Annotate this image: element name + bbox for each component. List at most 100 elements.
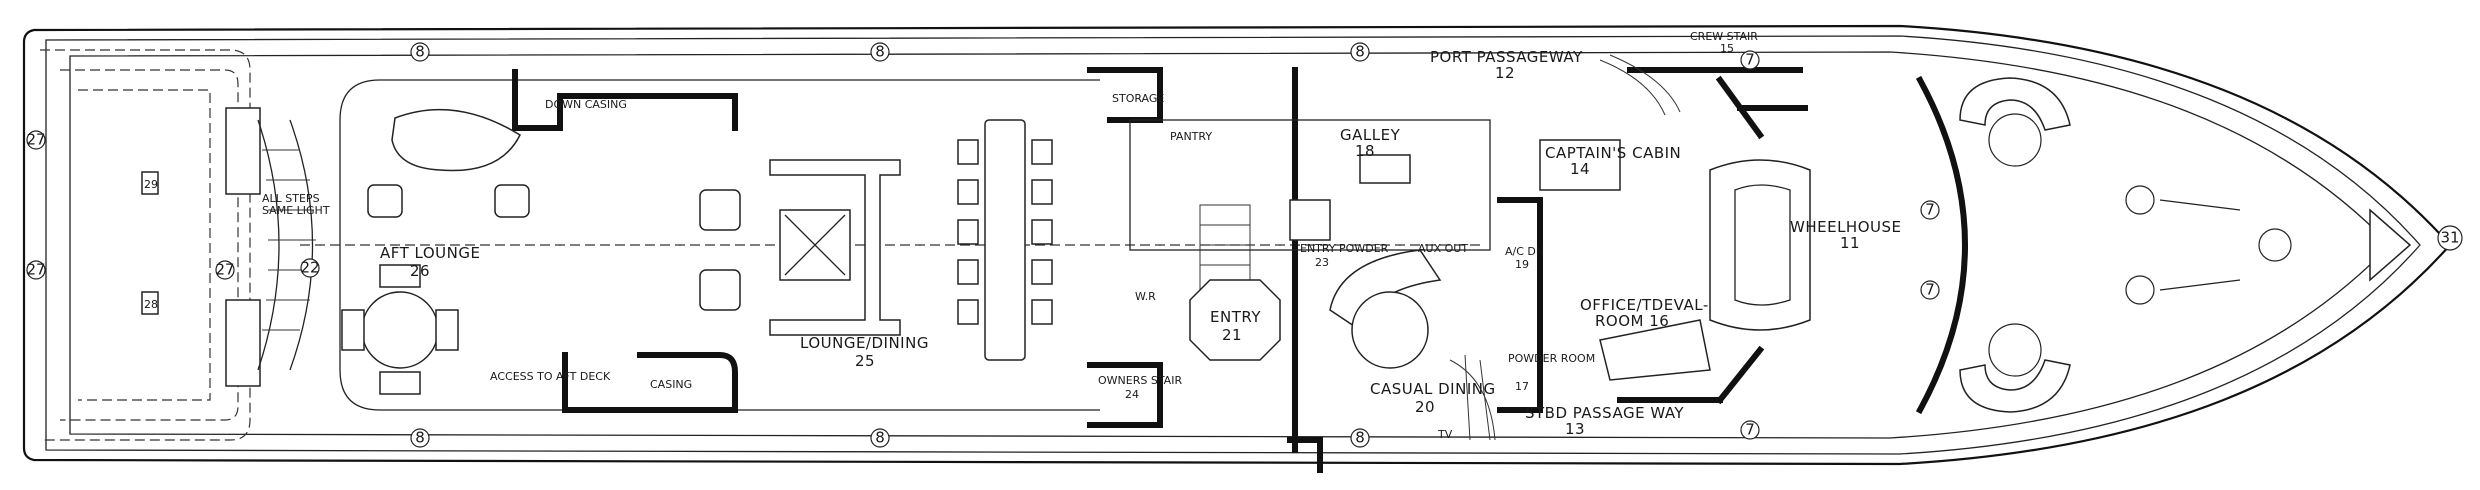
bow-settee-port	[1959, 77, 2071, 131]
lounge-sectional-sofa	[769, 159, 901, 336]
ac-number: 19	[1515, 258, 1529, 271]
marker-27: 27	[215, 261, 234, 279]
entry-label: ENTRY	[1210, 308, 1261, 326]
captains-cabin-number: 14	[1570, 160, 1590, 178]
ac-label: A/C DN	[1505, 245, 1544, 258]
casual-dining-table	[1351, 291, 1429, 369]
anchor-pocket	[2369, 208, 2412, 282]
lounge-chair-1	[699, 189, 741, 231]
aft-lounge-chair-6	[435, 309, 459, 351]
galley-outline	[1129, 119, 1491, 251]
marker-8: 8	[875, 43, 885, 61]
lounge-chair-2	[699, 269, 741, 311]
casual-dining-label: CASUAL DINING	[1370, 380, 1496, 398]
note-access-aft-deck: ACCESS TO AFT DECK	[490, 370, 611, 383]
dining-chair	[957, 179, 979, 205]
aft-lounge-chair-1	[367, 184, 403, 218]
aft-lounge-label: AFT LOUNGE	[380, 244, 481, 262]
owners-stair-label: OWNERS STAIR	[1098, 374, 1182, 387]
dining-table	[984, 119, 1026, 361]
aft-lounge-table	[361, 291, 439, 369]
dining-chair	[957, 139, 979, 165]
aft-lounge-chair-2	[494, 184, 530, 218]
wheelhouse-label: WHEELHOUSE	[1790, 218, 1902, 236]
lounge-dining-number: 25	[855, 352, 875, 370]
marker-27: 27	[26, 261, 45, 279]
marker-7: 7	[1745, 51, 1755, 69]
aft-lounge-furniture	[341, 108, 530, 395]
dining-chair	[1031, 299, 1053, 325]
powder-room-label: POWDER ROOM	[1508, 352, 1595, 365]
marker-8: 8	[1355, 429, 1365, 447]
pantry-label: PANTRY	[1170, 130, 1212, 143]
crew-stair-label: CREW STAIR	[1690, 30, 1758, 43]
port-passageway-number: 12	[1495, 64, 1515, 82]
marker-8: 8	[1355, 43, 1365, 61]
bow-capstan-port	[2125, 185, 2155, 215]
dining-chair	[957, 299, 979, 325]
dining-chair	[1031, 259, 1053, 285]
marker-7: 7	[1745, 421, 1755, 439]
office-label: OFFICE/TDEVAL-	[1580, 296, 1709, 314]
wheelhouse-number: 11	[1840, 234, 1860, 252]
bow-capstan-stbd	[2125, 275, 2155, 305]
room-labels: AFT LOUNGE 26 LOUNGE/DINING 25 GALLEY 18…	[380, 30, 1902, 438]
lounge-dining-label: LOUNGE/DINING	[800, 334, 929, 352]
office-room-label: ROOM 16	[1595, 312, 1669, 330]
crew-stair-number: 15	[1720, 42, 1734, 55]
bulkhead-markers: 8 8 8 8 8 8 7 7 7 7 27 27 27 22 31	[26, 42, 2463, 448]
aft-storage-box-top	[225, 107, 261, 195]
owners-stair-number: 24	[1125, 388, 1139, 401]
aft-deck-stairs	[257, 119, 316, 371]
aft-lounge-chair-5	[341, 309, 365, 351]
office-desk	[1599, 319, 1711, 381]
casual-dining-number: 20	[1415, 398, 1435, 416]
note-wr: W.R	[1135, 290, 1156, 303]
note-all-steps: ALL STEPS	[262, 192, 320, 205]
aft-lounge-chair-3	[379, 264, 421, 288]
galley-label: GALLEY	[1340, 126, 1401, 144]
marker-27: 27	[26, 131, 45, 149]
bow-table-port	[1988, 113, 2042, 167]
note-casing: CASING	[650, 378, 692, 391]
marker-31: 31	[2440, 229, 2459, 247]
entry-powder-vanity	[1289, 199, 1331, 241]
marker-7: 7	[1925, 281, 1935, 299]
hatch-28-label: 28	[144, 298, 158, 311]
marker-8: 8	[875, 429, 885, 447]
marker-22: 22	[300, 259, 319, 277]
captains-cabin-berth	[1539, 139, 1621, 191]
aft-lounge-chair-4	[379, 371, 421, 395]
entry-powder-label: ENTRY POWDER	[1300, 242, 1389, 255]
saloon-outline	[300, 79, 1480, 411]
swim-platform: 29 28	[40, 49, 261, 441]
marker-7: 7	[1925, 201, 1935, 219]
wheelhouse-area	[1539, 54, 1811, 381]
entry-foyer-octagon	[1189, 279, 1281, 361]
plan-notes: DOWN CASING CASING ALL STEPS SAME LIGHT …	[262, 92, 1468, 441]
hatch-28	[141, 291, 159, 315]
bow-settee-stbd	[1959, 359, 2071, 413]
bow-hatch	[2258, 228, 2292, 262]
dining-chair	[957, 219, 979, 245]
powder-room-number: 17	[1515, 380, 1529, 393]
galley-range	[1359, 154, 1411, 184]
stbd-passageway-number: 13	[1565, 420, 1585, 438]
note-same-light: SAME LIGHT	[262, 204, 330, 217]
bow-settees	[1959, 77, 2412, 413]
bow-table-stbd	[1988, 323, 2042, 377]
dining-chair	[1031, 219, 1053, 245]
note-aux-out: AUX OUT	[1418, 242, 1468, 255]
hatch-29-label: 29	[144, 178, 158, 191]
captains-cabin-label: CAPTAIN'S CABIN	[1545, 144, 1681, 162]
aft-lounge-sofa	[391, 108, 521, 172]
walls	[512, 67, 1968, 473]
entry-powder-number: 23	[1315, 256, 1329, 269]
marker-8: 8	[415, 429, 425, 447]
entry-number: 21	[1222, 326, 1242, 344]
note-storage: STORAGE	[1112, 92, 1164, 105]
aft-storage-box-bottom	[225, 299, 261, 387]
bow-marker-circle	[2437, 225, 2463, 251]
stbd-passageway-label: STBD PASSAGE WAY	[1525, 404, 1684, 422]
aft-lounge-number: 26	[410, 262, 430, 280]
